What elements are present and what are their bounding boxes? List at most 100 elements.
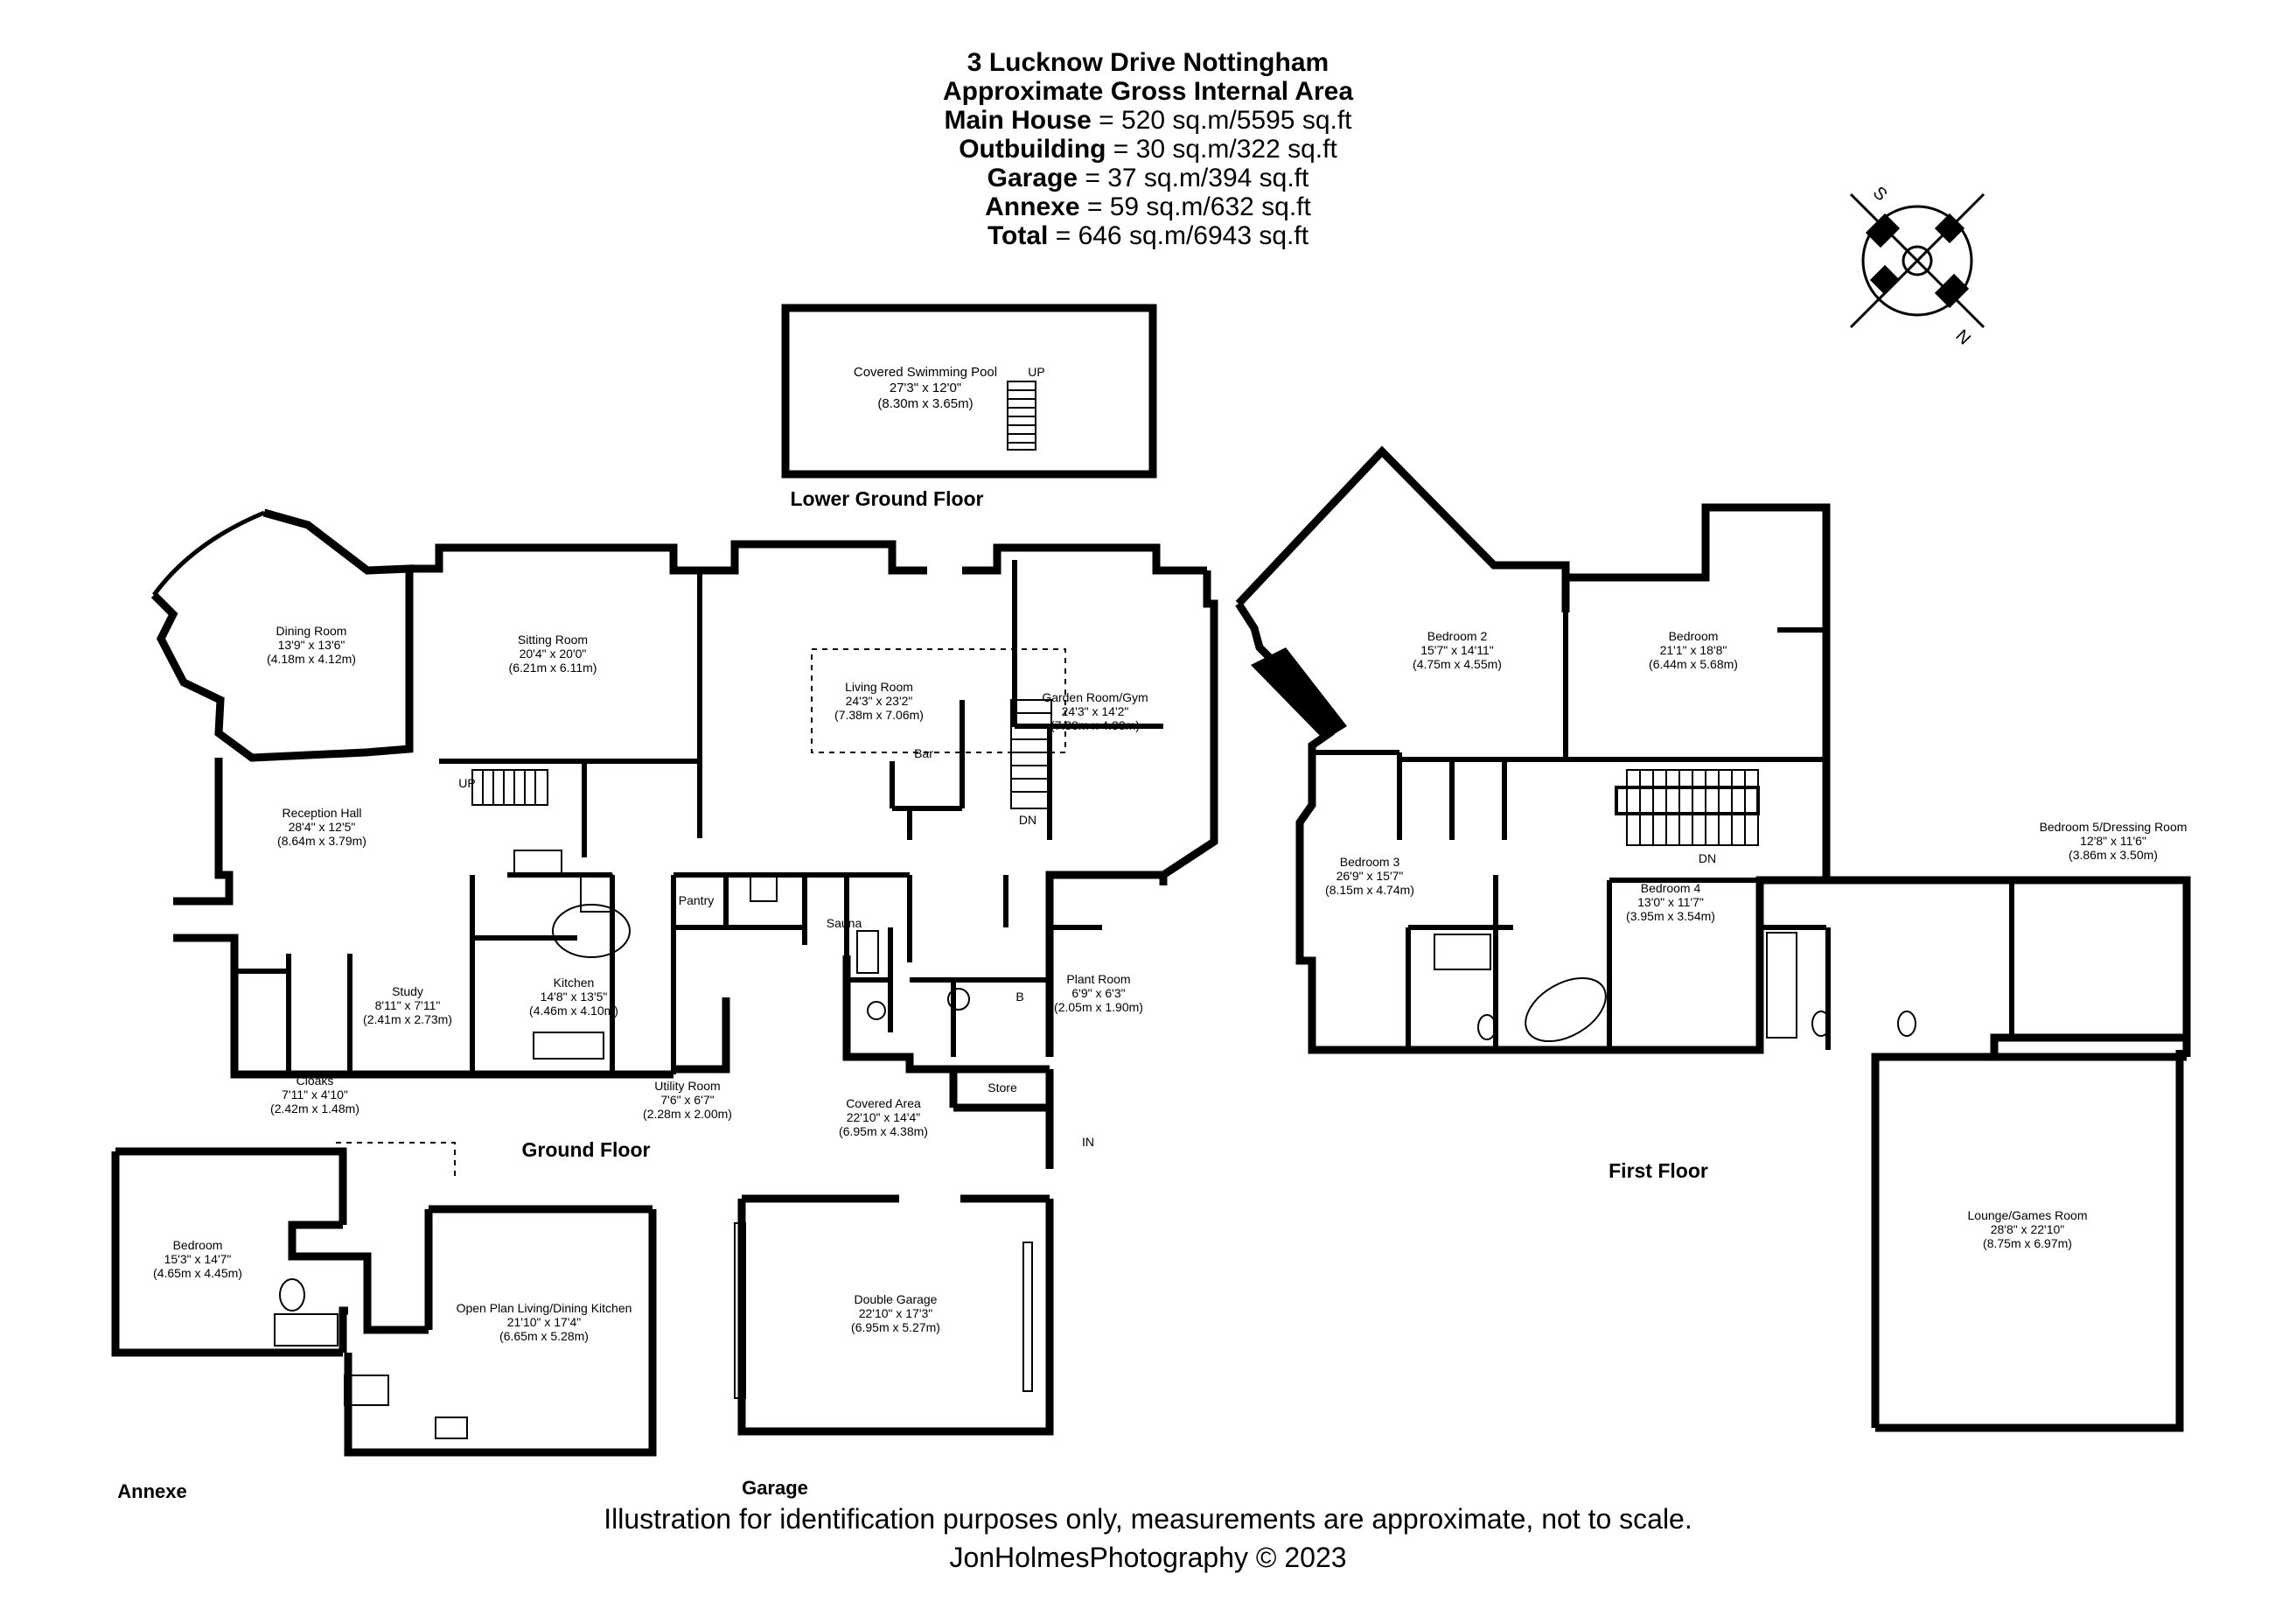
area-annexe: Annexe = 59 sq.m/632 sq.ft (985, 192, 1311, 221)
garage-imperial: 22'10" x 17'3" (859, 1306, 933, 1320)
bed2-imperial: 15'7" x 14'11" (1420, 643, 1494, 657)
kitchen-metric: (4.46m x 4.10m) (529, 1004, 618, 1018)
cloaks-name: Cloaks (297, 1074, 334, 1088)
pool-outline (781, 304, 1157, 479)
annexe-bed-name: Bedroom (173, 1238, 223, 1252)
bed1-name: Bedroom (1669, 629, 1719, 643)
first-stair-dn: DN (1699, 851, 1716, 865)
plant-name: Plant Room (1066, 972, 1130, 986)
study-metric: (2.41m x 2.73m) (363, 1012, 452, 1026)
annexe-bed-metric: (4.65m x 4.45m) (153, 1266, 242, 1280)
garden-name: Garden Room/Gym (1042, 690, 1148, 704)
compass-south-label: S (1869, 183, 1891, 205)
bed4-name: Bedroom 4 (1641, 881, 1701, 895)
disclaimer-text: Illustration for identification purposes… (604, 1503, 1692, 1535)
reception-name: Reception Hall (282, 806, 361, 820)
reception-metric: (8.64m x 3.79m) (277, 834, 366, 848)
label-annexe: Annexe (117, 1480, 186, 1502)
first-floor-walls (1235, 445, 2191, 1432)
garden-metric: (7.38m x 4.33m) (1050, 718, 1140, 732)
sitting-imperial: 20'4" x 20'0" (520, 647, 587, 661)
study-imperial: 8'11" x 7'11" (375, 998, 441, 1012)
reception-staircase (471, 769, 548, 806)
garage-metric: (6.95m x 5.27m) (851, 1320, 940, 1334)
living-name: Living Room (845, 680, 913, 694)
annexe-living-imperial: 21'10" x 17'4" (507, 1315, 582, 1329)
bed4-imperial: 13'0" x 11'7" (1637, 895, 1704, 909)
reception-stair-up: UP (458, 776, 475, 790)
compass-north-label: N (1951, 326, 1974, 349)
utility-name: Utility Room (654, 1079, 720, 1093)
dining-name: Dining Room (276, 624, 347, 638)
sauna-label: Sauna (827, 916, 862, 930)
area-main-house: Main House = 520 sq.m/5595 sq.ft (944, 106, 1352, 135)
bed5-imperial: 12'8" x 11'6" (2080, 834, 2146, 848)
address-title: 3 Lucknow Drive Nottingham (967, 48, 1329, 77)
garden-imperial: 24'3" x 14'2" (1062, 704, 1129, 718)
pool-metric: (8.30m x 3.65m) (877, 396, 973, 411)
kitchen-imperial: 14'8" x 13'5" (541, 990, 608, 1004)
pool-name: Covered Swimming Pool (854, 365, 997, 380)
utility-imperial: 7'6" x 6'7" (660, 1093, 714, 1107)
sitting-metric: (6.21m x 6.11m) (509, 661, 597, 675)
first-floor-interior-walls (1312, 612, 2014, 1050)
stair-up-label: UP (1028, 365, 1044, 379)
credit-text: JonHolmesPhotography © 2023 (949, 1542, 1347, 1573)
annexe-living-name: Open Plan Living/Dining Kitchen (457, 1301, 632, 1315)
living-metric: (7.38m x 7.06m) (834, 708, 924, 722)
chimney-breast (1251, 647, 1347, 740)
bed2-metric: (4.75m x 4.55m) (1413, 657, 1502, 671)
annexe-walls (111, 1147, 657, 1457)
label-lower-ground: Lower Ground Floor (790, 487, 983, 510)
kitchen-name: Kitchen (554, 976, 595, 990)
compass-icon (1849, 192, 1985, 329)
utility-metric: (2.28m x 2.00m) (643, 1107, 732, 1121)
annexe-living-metric: (6.65m x 5.28m) (499, 1329, 589, 1343)
pantry-label: Pantry (679, 893, 714, 907)
plant-imperial: 6'9" x 6'3" (1071, 986, 1125, 1000)
cloaks-metric: (2.42m x 1.48m) (270, 1102, 359, 1116)
area-subtitle: Approximate Gross Internal Area (942, 77, 1354, 106)
store-label: Store (987, 1081, 1017, 1095)
study-name: Study (392, 984, 423, 998)
kitchen-fittings (513, 850, 970, 1060)
covered-imperial: 22'10" x 14'4" (847, 1110, 921, 1124)
cloaks-imperial: 7'11" x 4'10" (282, 1088, 348, 1102)
entrance-label: IN (1082, 1135, 1094, 1149)
dining-metric: (4.18m x 4.12m) (267, 652, 356, 666)
sitting-name: Sitting Room (518, 633, 588, 647)
stair-dn-label: DN (1019, 813, 1036, 827)
ground-floor-walls (150, 508, 1218, 1169)
dining-imperial: 13'9" x 13'6" (278, 638, 345, 652)
area-total: Total = 646 sq.m/6943 sq.ft (987, 221, 1309, 250)
label-first: First Floor (1609, 1159, 1708, 1182)
first-floor-fittings (1434, 932, 1916, 1043)
garage-walls (737, 1194, 1054, 1436)
bed5-metric: (3.86m x 3.50m) (2069, 848, 2158, 862)
title-block: 3 Lucknow Drive Nottingham Approximate G… (0, 48, 2296, 250)
living-staircase (811, 648, 1066, 809)
label-garage: Garage (742, 1477, 808, 1499)
annexe-bed-imperial: 15'3" x 14'7" (164, 1252, 232, 1266)
bed3-name: Bedroom 3 (1340, 855, 1400, 869)
bed1-imperial: 21'1" x 18'8" (1660, 643, 1727, 657)
bed1-metric: (6.44m x 5.68m) (1649, 657, 1738, 671)
covered-metric: (6.95m x 4.38m) (839, 1124, 928, 1138)
pool-imperial: 27'3" x 12'0" (890, 381, 961, 395)
bed3-imperial: 26'9" x 15'7" (1336, 869, 1404, 883)
plant-metric: (2.05m x 1.90m) (1054, 1000, 1143, 1014)
bar-label: Bar (914, 746, 933, 760)
covered-name: Covered Area (846, 1096, 921, 1110)
bed2-name: Bedroom 2 (1427, 629, 1488, 643)
bed3-metric: (8.15m x 4.74m) (1325, 883, 1414, 897)
garage-name: Double Garage (855, 1292, 938, 1306)
lounge-metric: (8.75m x 6.97m) (1983, 1236, 2072, 1250)
area-outbuilding: Outbuilding = 30 sq.m/322 sq.ft (959, 135, 1337, 164)
bed4-metric: (3.95m x 3.54m) (1626, 909, 1715, 923)
lounge-name: Lounge/Games Room (1968, 1208, 2088, 1222)
ground-floor-interior-walls (234, 560, 1163, 1074)
annexe-fittings (274, 1142, 468, 1439)
first-floor-staircase (1615, 769, 1760, 846)
bed5-name: Bedroom 5/Dressing Room (2040, 820, 2188, 834)
